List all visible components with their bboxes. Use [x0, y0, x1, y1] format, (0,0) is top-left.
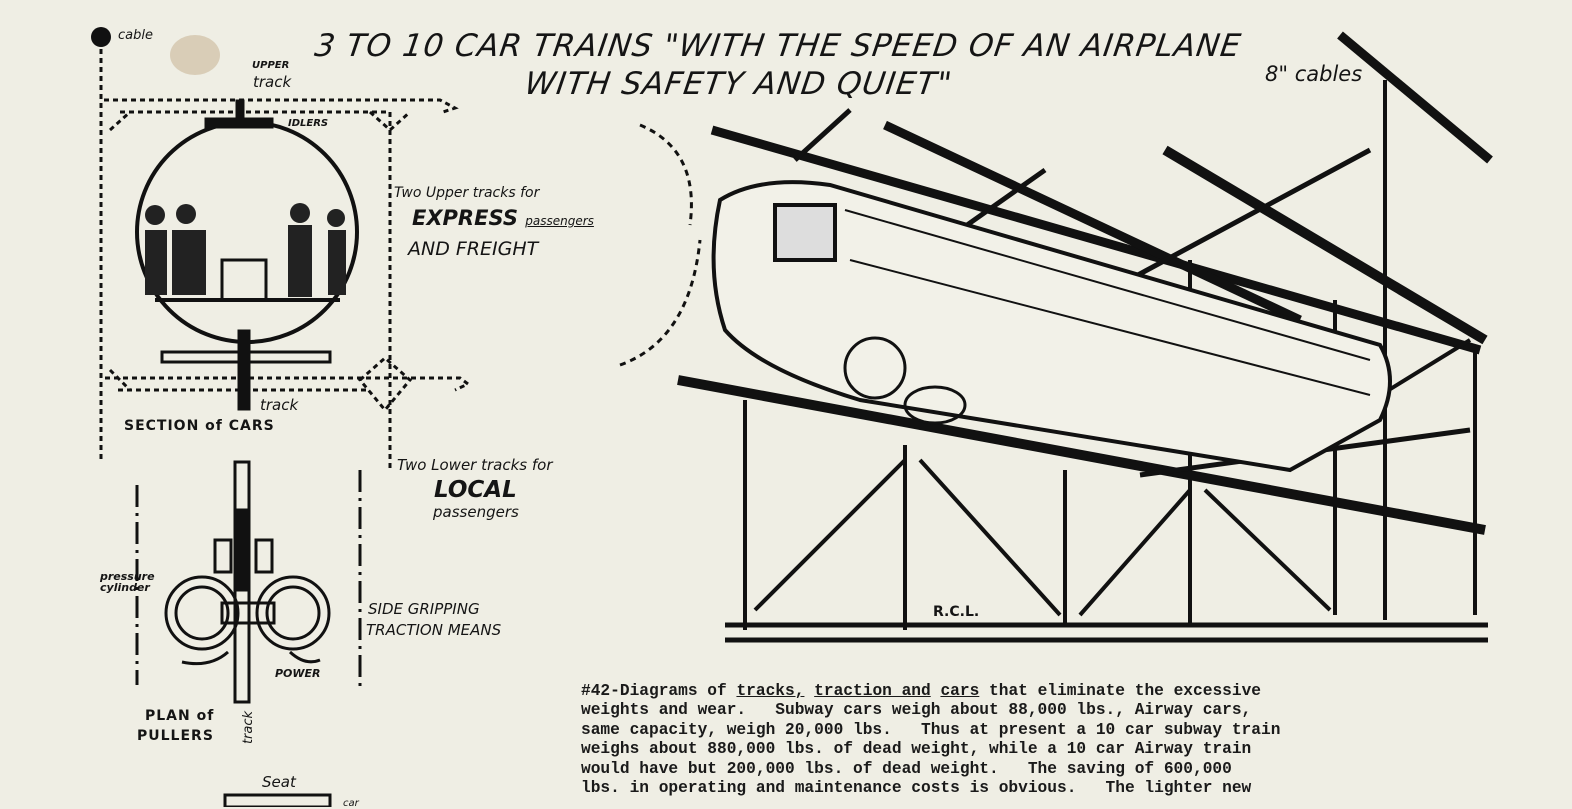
airway-train-car — [711, 180, 1392, 473]
label-two-upper-text: Two Upper tracks for — [394, 185, 540, 201]
label-traction-means: TRACTION MEANS — [366, 621, 502, 639]
label-upper-track: track — [253, 73, 292, 91]
caption-line1-post: that eliminate the excessive — [979, 682, 1262, 700]
label-lower-track: track — [260, 396, 299, 414]
label-track-vertical: track — [241, 710, 257, 745]
caption-line2: weights and wear. Subway cars weigh abou… — [581, 701, 1252, 720]
label-cables: 8" cables — [1265, 62, 1363, 86]
cable-anchor — [91, 27, 111, 47]
label-pullers: PULLERS — [137, 728, 214, 744]
label-pressure-cylinder: pressure cylinder — [100, 570, 155, 594]
caption-traction: traction and — [814, 682, 931, 700]
title-line-2: WITH SAFETY AND QUIET" — [522, 66, 955, 102]
label-express-passengers: passengers — [525, 214, 594, 228]
caption-line5: would have but 200,000 lbs. of dead weig… — [581, 759, 1232, 778]
label-upper: UPPER — [252, 60, 290, 71]
caption-line4: weighs about 880,000 lbs. of dead weight… — [581, 740, 1252, 759]
label-section-of-cars: SECTION of CARS — [124, 418, 275, 434]
label-power: POWER — [275, 667, 321, 680]
label-idlers: IDLERS — [288, 118, 329, 129]
car-cross-section — [135, 99, 359, 411]
caption-line6: lbs. in operating and maintenance costs … — [581, 779, 1252, 798]
figure-caption: #42-Diagrams of tracks, traction and car… — [581, 682, 1280, 798]
caption-cars: cars — [940, 682, 980, 700]
caption-line3: same capacity, weigh 20,000 lbs. Thus at… — [581, 720, 1281, 739]
caption-number: #42- — [581, 682, 620, 700]
label-seat: Seat — [262, 773, 296, 791]
label-car: car — [343, 798, 359, 809]
label-local: LOCAL — [434, 477, 517, 503]
label-express: EXPRESS passengers — [412, 206, 594, 230]
section-of-cars-drawing — [99, 40, 471, 470]
plan-of-pullers-drawing — [135, 460, 362, 807]
label-local-passengers: passengers — [433, 503, 519, 521]
caption-line1-pre: Diagrams of — [619, 682, 737, 700]
label-signature: R.C.L. — [933, 604, 980, 620]
label-plan-of: PLAN of — [145, 708, 215, 724]
label-and-freight: AND FREIGHT — [408, 238, 539, 260]
label-two-lower-tracks: Two Lower tracks for — [397, 456, 553, 474]
caption-tracks: tracks, — [736, 682, 805, 700]
stain — [170, 35, 220, 75]
label-express-text: EXPRESS — [412, 206, 518, 230]
title-line-1: 3 TO 10 CAR TRAINS "WITH THE SPEED OF AN… — [312, 28, 1244, 64]
label-two-upper-tracks: Two Upper tracks for — [394, 185, 539, 201]
label-side-gripping: SIDE GRIPPING — [368, 600, 480, 618]
label-cable: cable — [118, 28, 153, 43]
